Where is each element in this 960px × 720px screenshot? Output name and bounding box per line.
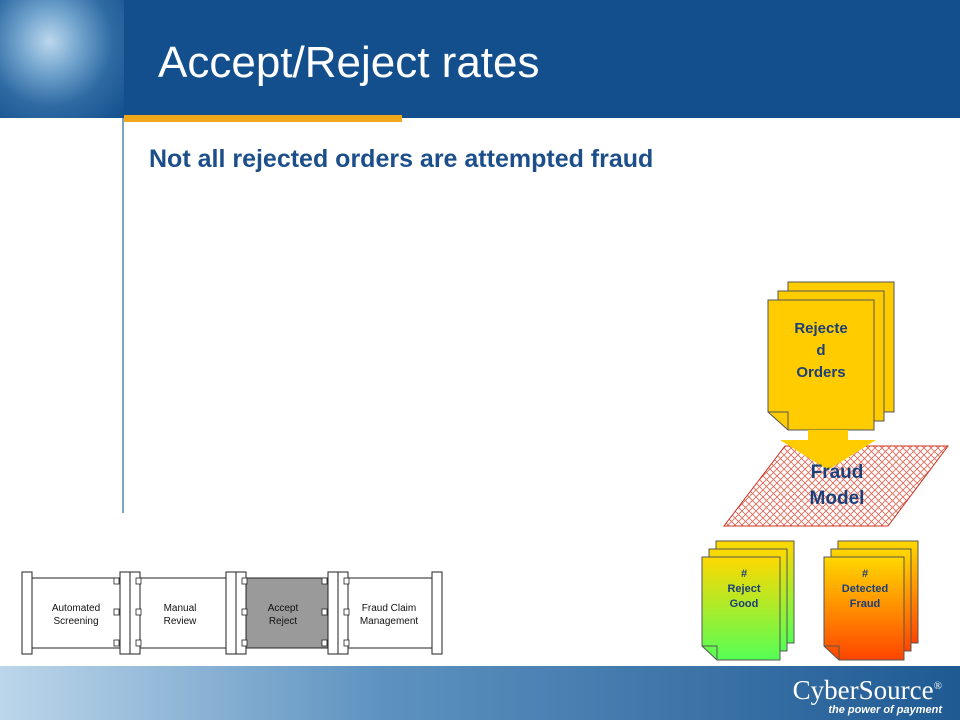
detected-fraud-label: # Detected Fraud: [841, 568, 889, 610]
detected-fraud-stack: [823, 540, 919, 661]
slide-subtitle: Not all rejected orders are attempted fr…: [149, 145, 654, 173]
process-step-fraud-claim-management: [337, 571, 443, 655]
fraud-model-shape: [722, 445, 949, 527]
reject-good-label: # Reject Good: [727, 568, 761, 610]
logo-name: CyberSource: [792, 675, 934, 705]
fraud-model-label: Fraud Model: [809, 462, 865, 509]
arrow-down-icon: [780, 430, 876, 470]
header-bar: Accept/Reject rates: [0, 0, 960, 118]
logo-tagline: the power of payment: [828, 704, 942, 716]
process-chain: [21, 571, 443, 655]
vertical-divider: [122, 118, 124, 513]
rejected-orders-label: Rejecte d Orders: [794, 320, 848, 381]
process-step-manual-review: [129, 571, 241, 655]
process-step-accept-reject: [235, 571, 339, 655]
water-drop-graphic: [0, 0, 124, 118]
accent-bar: [124, 115, 402, 122]
reject-good-stack: [701, 540, 795, 661]
process-step-label-line: Screening: [53, 616, 98, 627]
cybersource-logo: CyberSource® the power of payment: [793, 672, 942, 716]
process-step-label-line: Review: [164, 616, 198, 627]
rejected-orders-stack: [767, 281, 895, 431]
footer-bar: CyberSource® the power of payment: [0, 666, 960, 720]
process-step-label-line: Reject: [269, 616, 298, 627]
process-step-label-line: Management: [360, 616, 419, 627]
logo-mark: ®: [933, 680, 942, 692]
slide-title: Accept/Reject rates: [158, 38, 540, 87]
